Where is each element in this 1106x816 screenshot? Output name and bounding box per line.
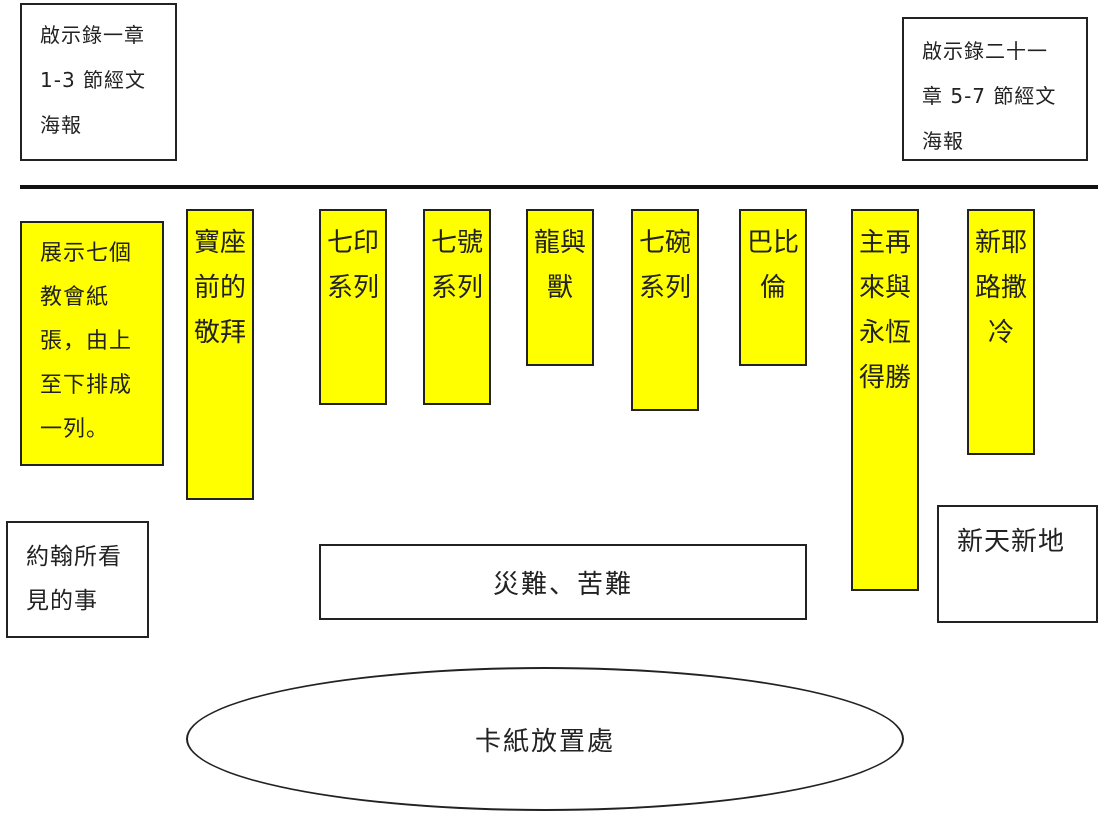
box-lord-return-victory-text: 主再來與永恆得勝 bbox=[858, 228, 911, 393]
poster-revelation-1: 啟示錄一章 1-3 節經文 海報 bbox=[20, 3, 177, 161]
box-dragon-beast: 龍與獸 bbox=[526, 209, 594, 366]
box-new-heaven-earth: 新天新地 bbox=[937, 505, 1098, 623]
box-seven-bowls-text: 七碗系列 bbox=[638, 228, 691, 303]
box-throne-worship-text: 寶座前的敬拜 bbox=[193, 228, 246, 348]
card-placement-area: 卡紙放置處 bbox=[186, 667, 904, 811]
box-what-john-saw-text: 約翰所看 見的事 bbox=[26, 544, 122, 614]
box-throne-worship: 寶座前的敬拜 bbox=[186, 209, 254, 500]
box-babylon-text: 巴比倫 bbox=[746, 228, 799, 303]
box-seven-seals: 七印系列 bbox=[319, 209, 387, 405]
poster-revelation-21: 啟示錄二十一 章 5-7 節經文 海報 bbox=[902, 17, 1088, 161]
box-seven-churches-text: 展示七個 教會紙 張，由上 至下排成 一列。 bbox=[40, 241, 133, 442]
box-seven-trumpets-text: 七號系列 bbox=[430, 228, 483, 303]
box-what-john-saw: 約翰所看 見的事 bbox=[6, 521, 149, 638]
box-lord-return-victory: 主再來與永恆得勝 bbox=[851, 209, 919, 591]
poster-revelation-21-text: 啟示錄二十一 章 5-7 節經文 海報 bbox=[922, 39, 1057, 153]
box-seven-churches: 展示七個 教會紙 張，由上 至下排成 一列。 bbox=[20, 221, 164, 466]
box-seven-seals-text: 七印系列 bbox=[326, 228, 379, 303]
box-new-jerusalem: 新耶路撒冷 bbox=[967, 209, 1035, 455]
box-new-heaven-earth-text: 新天新地 bbox=[957, 527, 1066, 557]
poster-revelation-1-text: 啟示錄一章 1-3 節經文 海報 bbox=[40, 23, 147, 137]
box-seven-trumpets: 七號系列 bbox=[423, 209, 491, 405]
box-dragon-beast-text: 龍與獸 bbox=[533, 228, 586, 303]
box-disaster-suffering-text: 災難、苦難 bbox=[492, 569, 633, 600]
card-placement-text: 卡紙放置處 bbox=[474, 726, 615, 757]
box-babylon: 巴比倫 bbox=[739, 209, 807, 366]
box-disaster-suffering: 災難、苦難 bbox=[319, 544, 807, 620]
divider-line bbox=[20, 185, 1098, 189]
box-seven-bowls: 七碗系列 bbox=[631, 209, 699, 411]
box-new-jerusalem-text: 新耶路撒冷 bbox=[974, 228, 1027, 348]
